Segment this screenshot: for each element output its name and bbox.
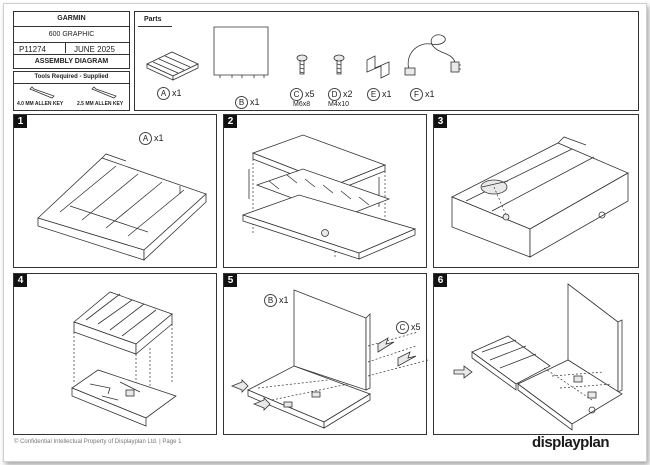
step-number-6: 6	[434, 274, 447, 287]
part-f-cable-icon	[404, 34, 461, 76]
part-a-tray-icon	[146, 51, 199, 81]
step-5-callout-b-letter: B	[264, 294, 277, 307]
part-e-bracket-icon	[366, 55, 390, 79]
part-e-qty: x1	[382, 88, 392, 99]
parts-heading: Parts	[144, 16, 162, 23]
tool-item-2-5mm: 2.5 MM ALLEN KEY	[77, 101, 124, 107]
assembly-sheet: GARMIN 600 GRAPHIC P11274 JUNE 2025 ASSE…	[3, 3, 647, 462]
tools-heading: Tools Required - Supplied	[34, 74, 109, 80]
allen-key-small-icon	[91, 86, 117, 99]
document-title: ASSEMBLY DIAGRAM	[34, 58, 109, 65]
part-a-qty: x1	[172, 87, 182, 98]
part-f-qty: x1	[425, 88, 435, 99]
step-number-4: 4	[14, 274, 27, 287]
tool-item-4mm: 4.0 MM ALLEN KEY	[17, 101, 64, 107]
tools-block: Tools Required - Supplied 4.0 MM ALLEN K…	[13, 71, 130, 111]
step-panel-4: 4	[13, 273, 217, 435]
part-c-qty: x5	[305, 88, 315, 99]
step-5-callout-b-qty: x1	[279, 294, 289, 305]
part-b-qty: x1	[250, 96, 260, 107]
step-4-illustration	[71, 291, 177, 427]
step-panel-2: 2	[223, 114, 427, 268]
step-number-1: 1	[14, 115, 27, 128]
step-number-3: 3	[434, 115, 447, 128]
allen-key-large-icon	[29, 86, 55, 99]
part-a-letter: A	[157, 87, 170, 100]
part-d-qty: x2	[343, 88, 353, 99]
part-c-screw-icon	[296, 54, 308, 75]
step-5-callout-c-qty: x5	[411, 321, 421, 332]
step-6-illustration	[453, 283, 623, 431]
part-f-letter: F	[410, 88, 423, 101]
part-e-letter: E	[367, 88, 380, 101]
footer-copyright: © Confidential Intellectual Property of …	[14, 439, 182, 445]
part-d-screw-icon	[333, 54, 345, 75]
issue-date: JUNE 2025	[74, 45, 115, 54]
part-d-spec: M4x10	[328, 101, 350, 108]
step-1-callout-qty: x1	[154, 132, 164, 143]
step-number-2: 2	[224, 115, 237, 128]
step-2-illustration	[241, 134, 417, 260]
step-5-callout-c-letter: C	[396, 321, 409, 334]
product-code: P11274	[19, 45, 46, 54]
step-number-5: 5	[224, 274, 237, 287]
part-c-spec: M6x8	[293, 101, 311, 108]
title-block: GARMIN 600 GRAPHIC P11274 JUNE 2025 ASSE…	[13, 11, 130, 69]
part-b-letter: B	[235, 96, 248, 109]
product-name: 600 GRAPHIC	[48, 31, 95, 38]
part-b-panel-icon	[213, 26, 269, 78]
step-1-illustration	[37, 153, 207, 261]
step-3-illustration	[451, 136, 629, 258]
displayplan-logo: displayplan	[532, 434, 610, 451]
step-5-illustration	[230, 289, 429, 429]
part-d-letter: D	[328, 88, 341, 101]
part-c-letter: C	[290, 88, 303, 101]
step-panel-3: 3	[433, 114, 639, 268]
brand-name: GARMIN	[57, 15, 86, 22]
step-panel-6: 6	[433, 273, 639, 435]
step-1-callout-letter: A	[139, 132, 152, 145]
